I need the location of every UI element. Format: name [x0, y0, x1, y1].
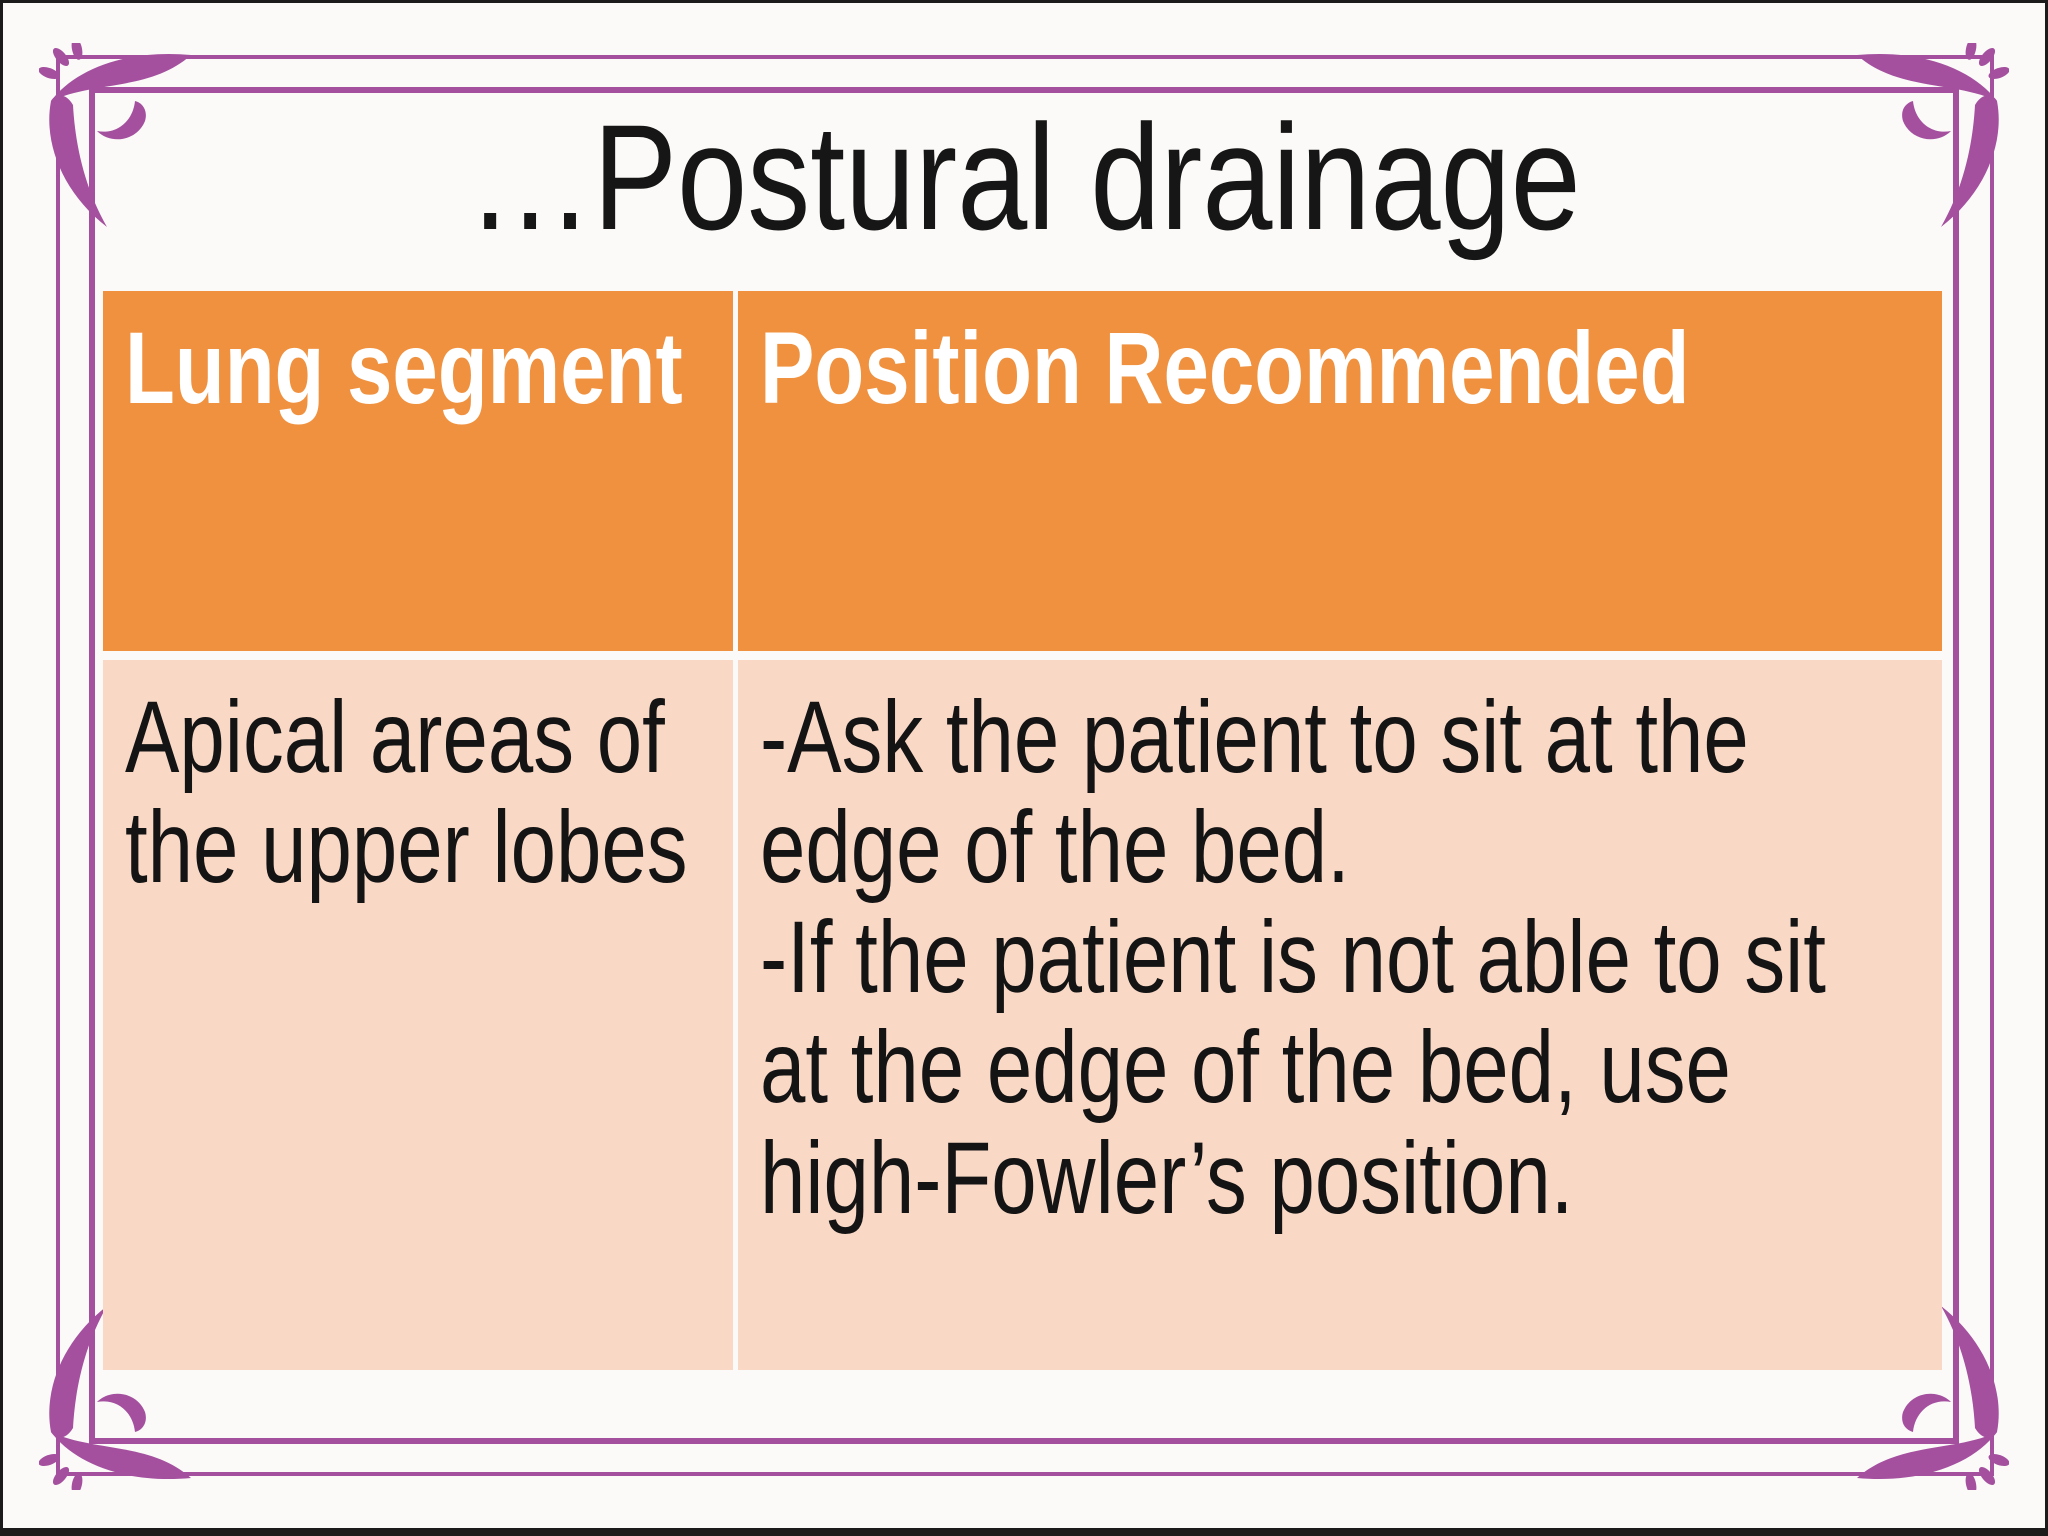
cell-position-recommended-text: -Ask the patient to sit at the edge of t… [760, 680, 1826, 1235]
table-header-row: Lung segment Position Recommended [103, 291, 1942, 651]
cell-lung-segment-text: Apical areas of the upper lobes [125, 680, 688, 905]
title-area: …Postural drainage [3, 95, 2045, 260]
header-cell-lung-segment: Lung segment [103, 291, 733, 651]
frame-inner-border [89, 87, 1959, 1444]
cell-lung-segment: Apical areas of the upper lobes [103, 660, 733, 1370]
frame-outer-border [56, 55, 1994, 1476]
header-cell-lung-segment-text: Lung segment [125, 311, 683, 425]
cell-position-recommended: -Ask the patient to sit at the edge of t… [738, 660, 1942, 1370]
drainage-table: Lung segment Position Recommended Apical… [103, 291, 1942, 1370]
header-cell-position-recommended-text: Position Recommended [760, 311, 1690, 425]
page-title: …Postural drainage [467, 93, 1581, 261]
header-cell-position-recommended: Position Recommended [738, 291, 1942, 651]
table-row: Apical areas of the upper lobes -Ask the… [103, 660, 1942, 1370]
